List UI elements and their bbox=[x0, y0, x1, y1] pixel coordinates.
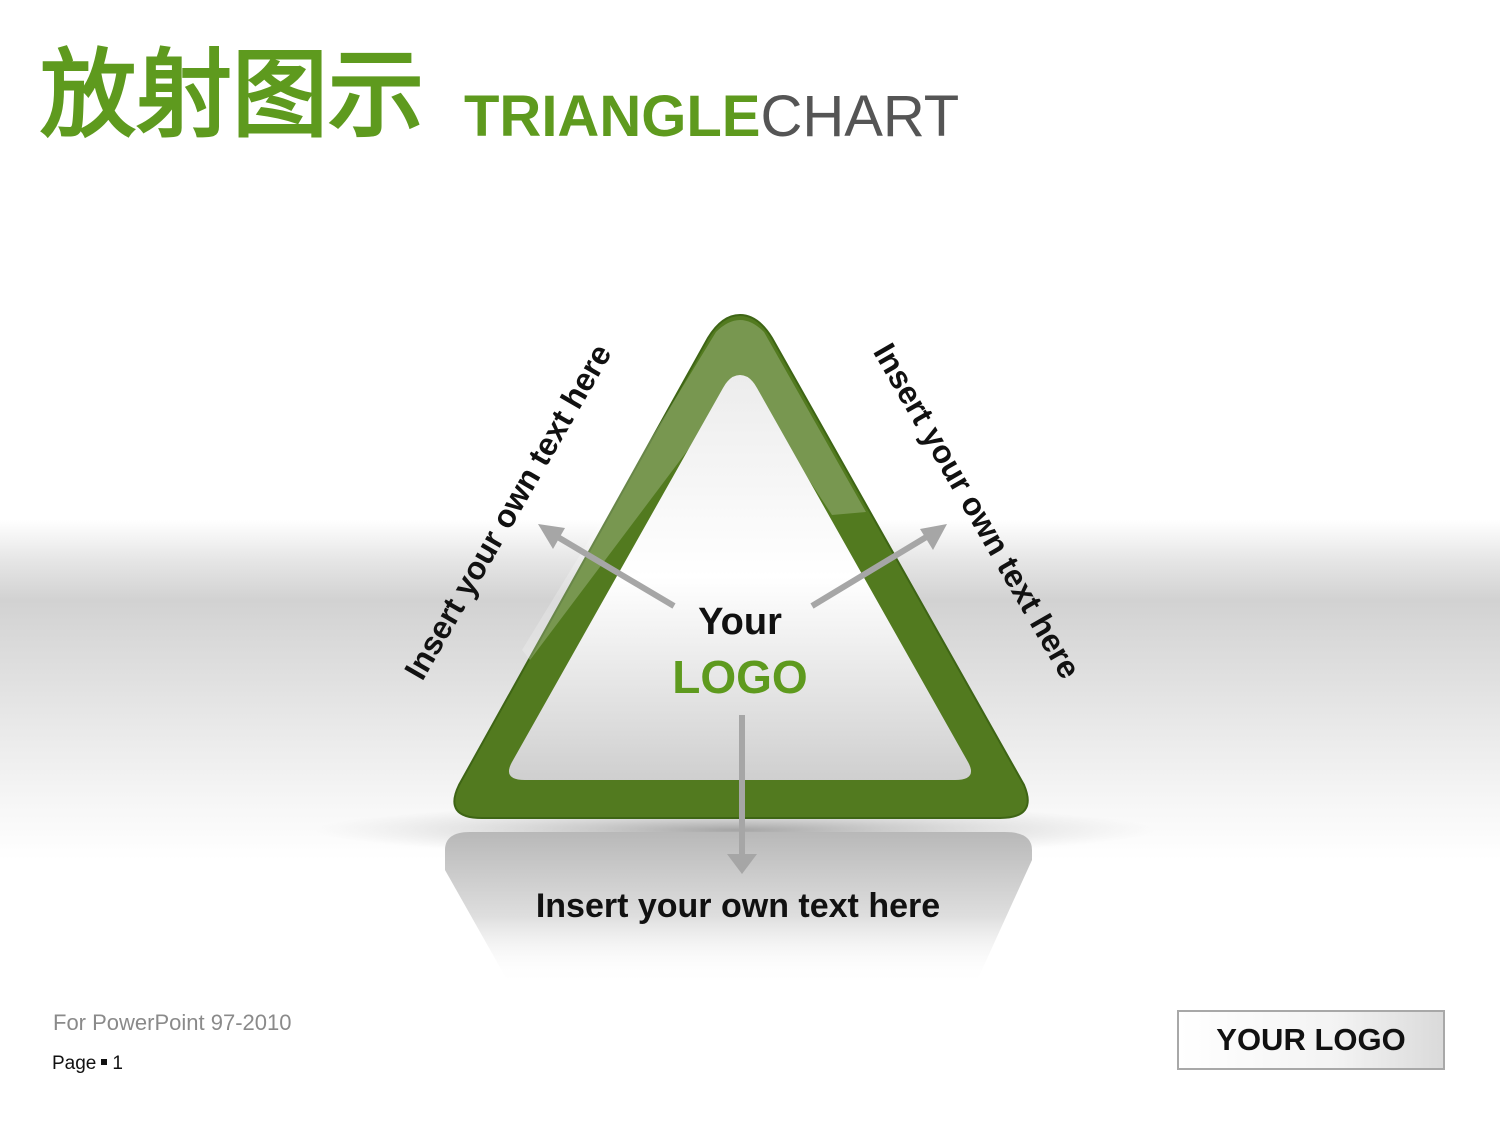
page-indicator: Page 1 bbox=[52, 1053, 123, 1075]
page-label: Page bbox=[52, 1053, 97, 1074]
page-separator-icon bbox=[101, 1058, 108, 1065]
title-english-part1: TRIANGLE bbox=[464, 84, 761, 149]
center-logo-text: LOGO bbox=[672, 651, 807, 703]
arrow-right-head bbox=[920, 524, 947, 550]
arrow-down-head bbox=[727, 854, 757, 874]
footer-note: For PowerPoint 97-2010 bbox=[53, 1010, 292, 1035]
triangle-inner bbox=[508, 375, 972, 780]
label-bottom: Insert your own text here bbox=[536, 887, 940, 925]
page-number: 1 bbox=[112, 1053, 123, 1074]
title-english: TRIANGLECHART bbox=[464, 84, 959, 150]
arrow-right-line bbox=[810, 533, 930, 609]
frame-highlight bbox=[522, 320, 866, 660]
your-logo-box: YOUR LOGO bbox=[1177, 1010, 1445, 1070]
arrow-left-line bbox=[554, 533, 676, 609]
arrow-left-head bbox=[538, 524, 565, 549]
title-chinese: 放射图示 bbox=[40, 39, 424, 151]
triangle-reflection bbox=[445, 832, 1032, 985]
title-english-part2: CHART bbox=[760, 84, 960, 149]
center-your-text: Your bbox=[698, 601, 782, 643]
